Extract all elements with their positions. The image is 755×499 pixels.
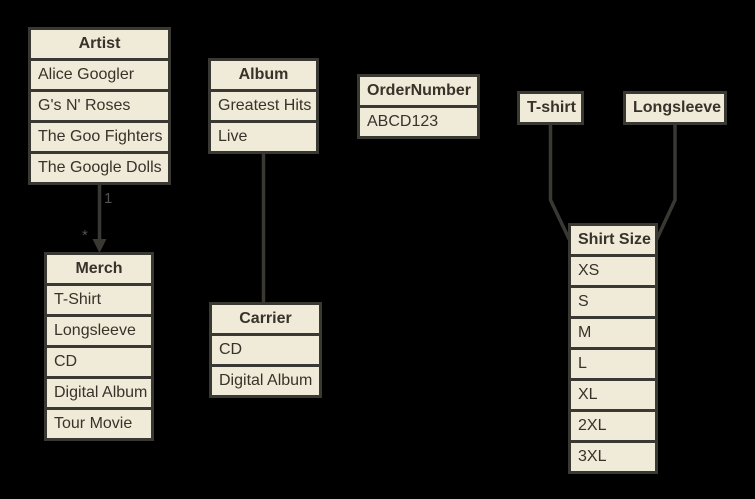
table-row: CD: [47, 348, 151, 376]
table-row: Digital Album: [47, 379, 151, 407]
table-row: Alice Googler: [31, 61, 168, 89]
artist-merch-target-multiplicity-label: *: [82, 227, 88, 244]
table-row: T-Shirt: [47, 286, 151, 314]
longsleeve-node: Longsleeve: [623, 91, 727, 125]
longsleeve-node-header: Longsleeve: [626, 94, 724, 122]
album-table-header: Album: [211, 61, 316, 89]
table-row: 3XL: [571, 443, 655, 471]
merch-table-header: Merch: [47, 255, 151, 283]
shirt-size-table-header: Shirt Size: [571, 226, 655, 254]
table-row: Digital Album: [212, 367, 319, 395]
longsleeve-shirtsize-connector: [653, 124, 677, 244]
table-row: L: [571, 350, 655, 378]
carrier-table: Carrier CD Digital Album: [209, 302, 322, 398]
table-row: Greatest Hits: [211, 92, 316, 120]
order-number-table: OrderNumber ABCD123: [357, 74, 480, 139]
merch-table: Merch T-Shirt Longsleeve CD Digital Albu…: [44, 252, 154, 441]
table-row: The Goo Fighters: [31, 123, 168, 151]
table-row: Live: [211, 123, 316, 151]
order-number-table-header: OrderNumber: [360, 77, 477, 105]
tshirt-node-header: T-shirt: [520, 94, 581, 122]
table-row: Longsleeve: [47, 317, 151, 345]
table-row: M: [571, 319, 655, 347]
album-table: Album Greatest Hits Live: [208, 58, 319, 154]
shirt-size-table: Shirt Size XS S M L XL 2XL 3XL: [568, 223, 658, 474]
table-row: XS: [571, 257, 655, 285]
artist-table: Artist Alice Googler G's N' Roses The Go…: [28, 27, 171, 185]
artist-merch-arrowhead-icon: [92, 239, 107, 253]
table-row: ABCD123: [360, 108, 477, 136]
artist-merch-source-multiplicity-label: 1: [104, 190, 112, 207]
table-row: S: [571, 288, 655, 316]
table-row: G's N' Roses: [31, 92, 168, 120]
table-row: CD: [212, 336, 319, 364]
carrier-table-header: Carrier: [212, 305, 319, 333]
table-row: Tour Movie: [47, 410, 151, 438]
table-row: The Google Dolls: [31, 154, 168, 182]
table-row: XL: [571, 381, 655, 409]
tshirt-node: T-shirt: [517, 91, 584, 125]
artist-table-header: Artist: [31, 30, 168, 58]
table-row: 2XL: [571, 412, 655, 440]
